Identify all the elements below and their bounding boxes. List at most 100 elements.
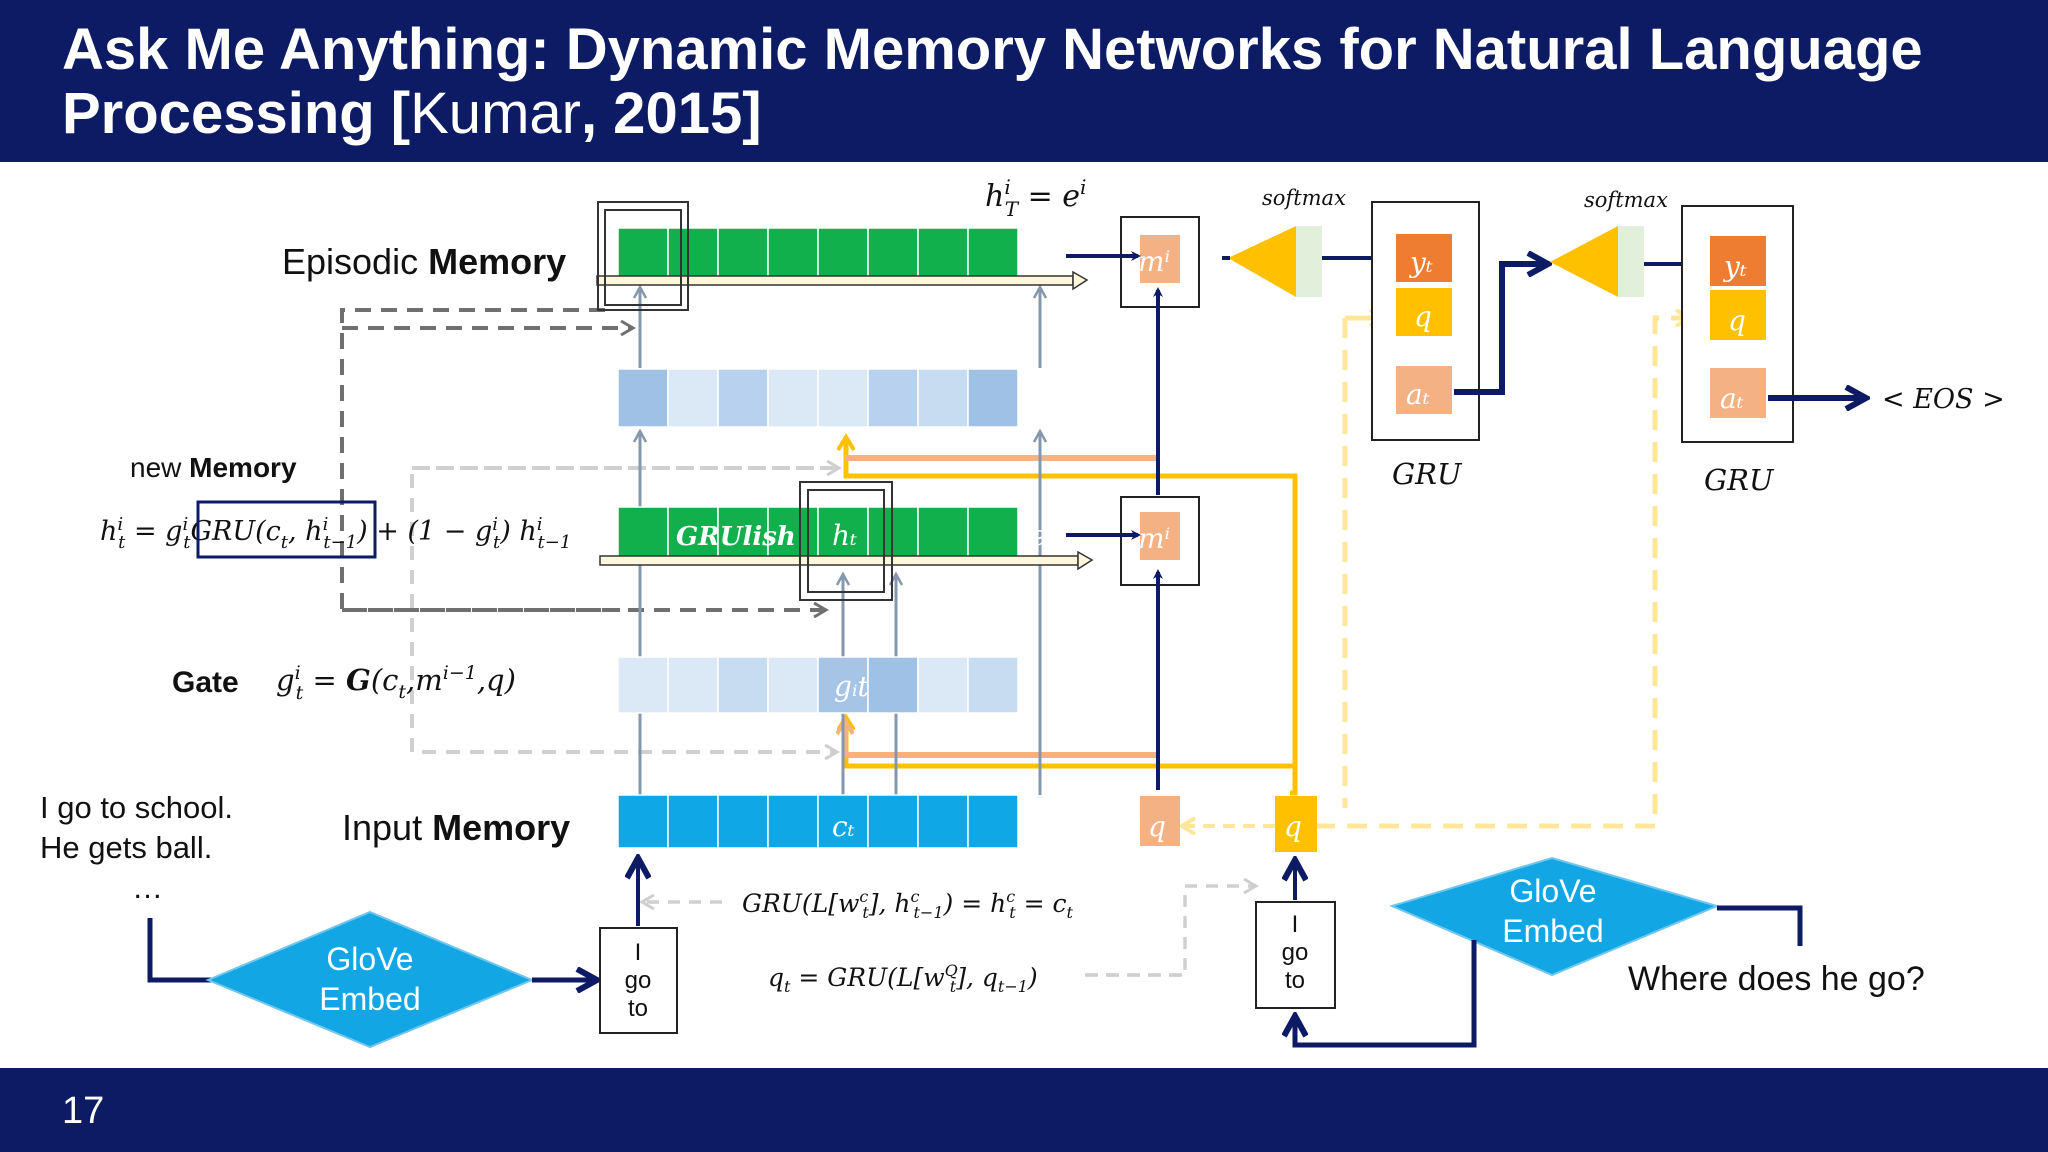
svg-text:GloVe: GloVe	[1509, 873, 1596, 909]
svg-text:aₜ: aₜ	[1406, 378, 1430, 411]
page-number: 17	[62, 1090, 105, 1132]
svg-text:GRU: GRU	[1392, 457, 1463, 491]
svg-text:Embed: Embed	[1502, 913, 1603, 949]
svg-text:softmax: softmax	[1584, 188, 1668, 212]
row-cell	[967, 656, 1019, 714]
row-cell	[817, 506, 869, 560]
svg-text:q: q	[1414, 300, 1432, 333]
gate-g-label: gᵢt	[834, 670, 870, 703]
svg-text:yₜ: yₜ	[1408, 246, 1433, 279]
input-sentence-1: I go to school.	[40, 790, 233, 825]
new-memory-label: new Memory	[130, 452, 297, 483]
gate-label: Gate	[172, 666, 239, 699]
episodic-memory-row	[617, 227, 1019, 279]
eos-label: < EOS >	[1882, 384, 2005, 415]
row-cell	[617, 656, 669, 714]
input-memory-row	[617, 794, 1019, 849]
row-cell	[917, 794, 969, 849]
row-cell	[617, 368, 669, 428]
row-cell	[667, 794, 719, 849]
row-cell	[817, 368, 869, 428]
row-cell	[667, 227, 719, 279]
episodic-memory-label: Episodic Memory	[282, 241, 566, 282]
svg-text:yₜ: yₜ	[1722, 250, 1747, 283]
attention-flow-lines	[845, 438, 1298, 796]
row-cell	[767, 227, 819, 279]
svg-text:q: q	[1284, 810, 1302, 843]
svg-text:go: go	[625, 967, 652, 994]
input-words-box: I go to	[599, 927, 678, 1034]
glove-embed-input: GloVe Embed	[205, 910, 535, 1049]
row-cell	[917, 368, 969, 428]
row-cell	[817, 794, 869, 849]
gru-highlight-box	[196, 500, 377, 559]
svg-text:aₜ: aₜ	[1720, 382, 1744, 415]
svg-text:mⁱ: mⁱ	[1138, 522, 1170, 555]
svg-text:q: q	[1728, 304, 1746, 337]
row-cell	[967, 227, 1019, 279]
row-cell	[667, 656, 719, 714]
slide-title: Ask Me Anything: Dynamic Memory Networks…	[62, 17, 1923, 146]
question-text: Where does he go?	[1628, 960, 1925, 998]
row-cell	[967, 506, 1019, 560]
gru-decoder-1: yₜ q aₜ GRU	[1371, 201, 1480, 491]
row-cell	[717, 656, 769, 714]
memory-bracket-outlines	[597, 201, 893, 601]
memory-m-box-mid: mⁱ	[1120, 496, 1200, 586]
row-cell	[717, 227, 769, 279]
softmax-1: softmax	[1228, 186, 1346, 297]
episodic-e-label: eⁱ	[1030, 239, 1052, 272]
gru-decoder-2: yₜ q aₜ GRU	[1681, 205, 1794, 497]
svg-text:I: I	[635, 939, 642, 966]
gate-row	[617, 656, 1019, 714]
softmax-2: softmax	[1550, 188, 1668, 297]
row-cell	[717, 794, 769, 849]
row-cell	[617, 506, 669, 560]
grulish-label: GRUlish	[676, 522, 796, 552]
svg-text:GloVe: GloVe	[326, 941, 413, 977]
svg-text:GRU: GRU	[1704, 463, 1775, 497]
row-cell	[867, 227, 919, 279]
svg-text:mⁱ: mⁱ	[1138, 245, 1170, 278]
row-cell	[967, 368, 1019, 428]
new-memory-h-label: hₜ	[832, 519, 857, 552]
attention-weights-row	[617, 368, 1019, 428]
question-cell-peach: q	[1140, 796, 1180, 846]
row-cell	[717, 368, 769, 428]
row-cell	[767, 656, 819, 714]
title-bar	[0, 0, 2048, 162]
svg-text:softmax: softmax	[1262, 186, 1346, 210]
question-cell-gold: q	[1275, 796, 1317, 852]
row-cell	[767, 794, 819, 849]
row-cell	[617, 227, 669, 279]
svg-text:q: q	[1148, 810, 1166, 843]
row-cell	[817, 656, 869, 714]
svg-text:Embed: Embed	[319, 981, 420, 1017]
row-cell	[617, 794, 669, 849]
input-sentence-2: He gets ball.	[40, 830, 212, 865]
footer-bar	[0, 1068, 2048, 1152]
svg-text:to: to	[1285, 967, 1305, 994]
input-ellipsis: …	[132, 870, 163, 905]
new-memory-row	[617, 506, 1019, 560]
row-cell	[817, 227, 869, 279]
question-words-box: I go to	[1255, 901, 1336, 1009]
input-memory-label: Input Memory	[342, 807, 570, 848]
glove-embed-question: GloVe Embed	[1389, 856, 1720, 977]
row-cell	[867, 794, 919, 849]
row-cell	[967, 794, 1019, 849]
new-memory-e-label: eⁱ	[1030, 519, 1052, 552]
row-cell	[767, 368, 819, 428]
svg-text:go: go	[1282, 939, 1309, 966]
svg-text:I: I	[1292, 911, 1299, 938]
row-cell	[917, 227, 969, 279]
row-cell	[667, 368, 719, 428]
row-cell	[917, 506, 969, 560]
input-c-label: cₜ	[832, 810, 855, 843]
